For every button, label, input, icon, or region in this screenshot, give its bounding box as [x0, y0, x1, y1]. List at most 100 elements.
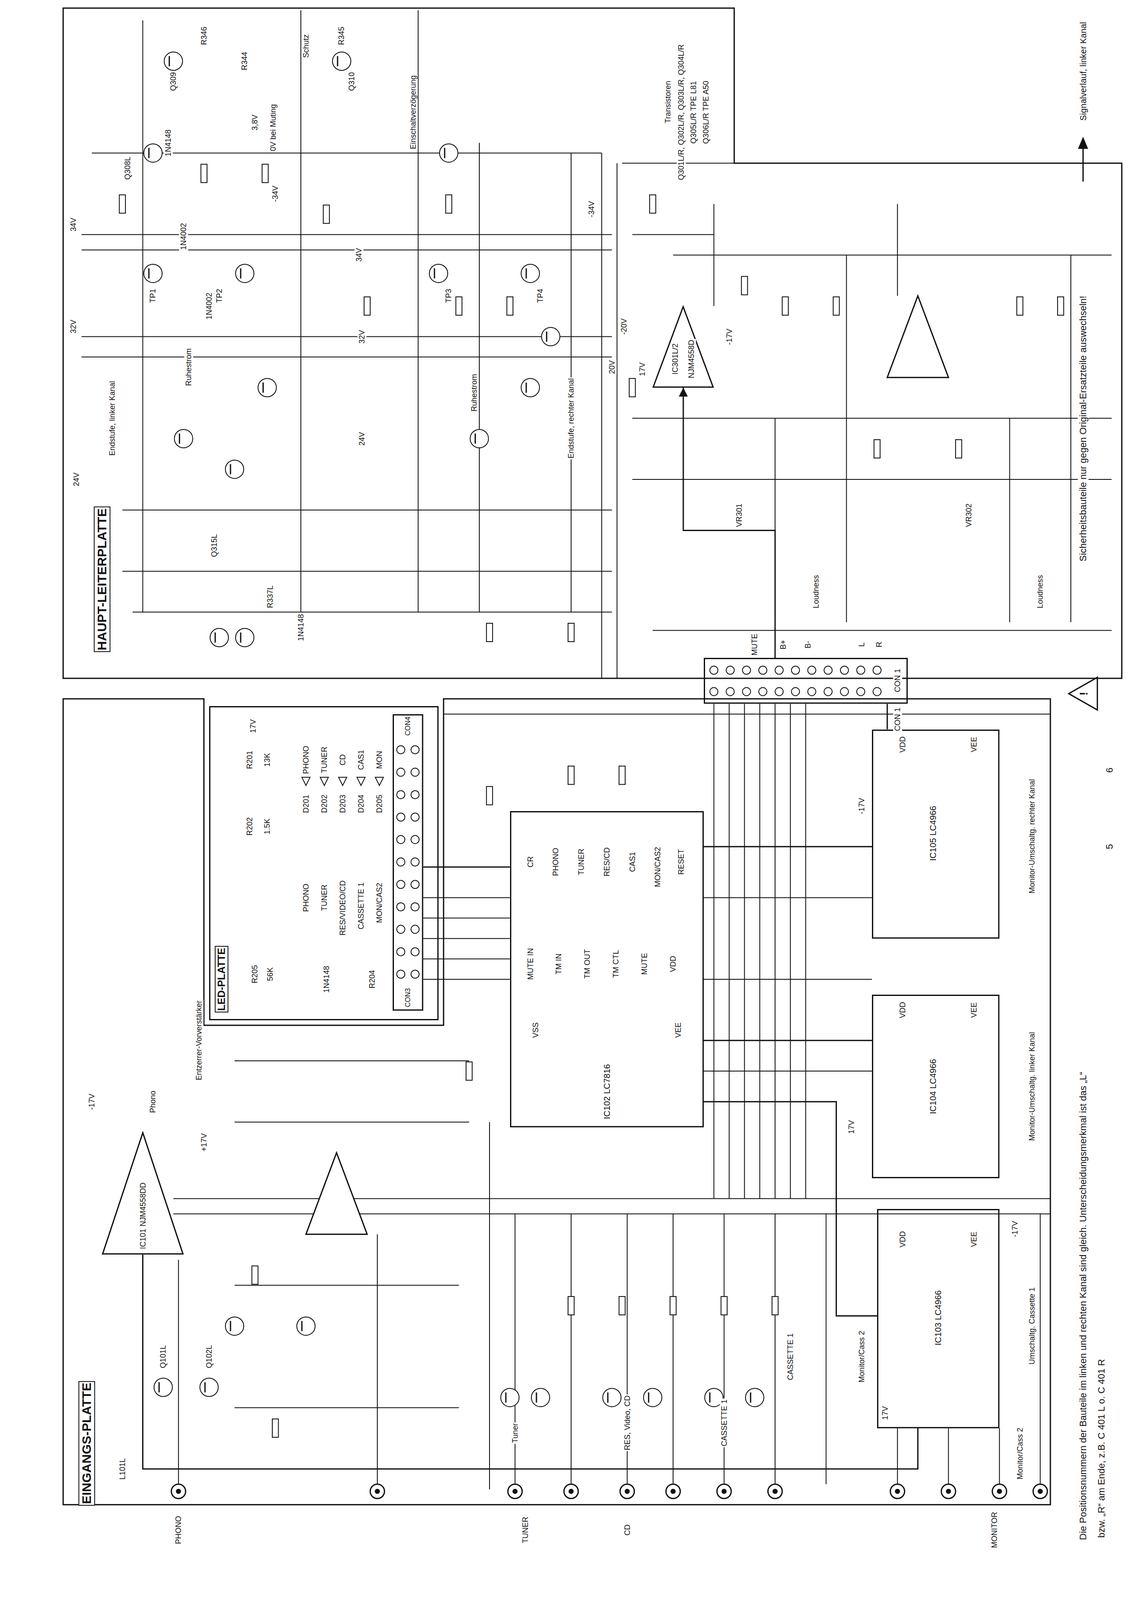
opamp-ic: IC101 NJM4558DD: [102, 1131, 184, 1255]
schematic-label: MUTE: [640, 952, 650, 976]
signal-connector: [423, 866, 511, 868]
legend-entry: Signalverlauf, linker Kanal: [1078, 21, 1088, 122]
wire: [672, 1213, 674, 1484]
schematic-label: 1N4148: [296, 612, 306, 642]
wire: [713, 703, 715, 1199]
board-heading: EINGANGS-PLATTE: [78, 1380, 96, 1506]
transistor-base: [336, 55, 339, 67]
wire: [759, 703, 761, 1199]
board-outline: HAUPT-LEITERPLATTE IC301L/2NJM4558D: [63, 8, 1122, 679]
transistor-base: [158, 1381, 160, 1393]
wire: [234, 1060, 470, 1062]
jack-pin: [945, 1488, 951, 1494]
wire: [300, 10, 302, 613]
node-outline: [392, 714, 424, 1011]
note-text: bzw. „R“ am Ende, z.B. C 401 L o. C 401 …: [1096, 1358, 1107, 1539]
transistor-symbol: [602, 1387, 621, 1407]
signal-connector: [703, 1039, 872, 1041]
connector-pin: [856, 665, 865, 674]
schematic-label: Q301L/R, Q302L/R, Q303L/R, Q304L/R: [676, 43, 686, 181]
connector-pin: [840, 665, 849, 674]
schematic-label: -20V: [619, 317, 629, 336]
wire: [81, 336, 613, 338]
schematic-label: 17V: [847, 1119, 857, 1135]
transistor-symbol: [154, 1377, 173, 1397]
transistor-symbol: [439, 143, 458, 163]
transistor-base: [535, 1392, 537, 1403]
schematic-label: CASSETTE 1: [719, 1398, 729, 1447]
connector-pin: [396, 790, 406, 799]
transistor-symbol: [541, 327, 560, 346]
outline-path: [63, 698, 1051, 1505]
jack-pin: [374, 1488, 380, 1494]
schematic-label: Schutz: [301, 33, 311, 59]
transistor-base: [178, 433, 181, 444]
transistor-symbol: [500, 1387, 519, 1407]
wire: [703, 1070, 872, 1072]
schematic-label: R: [874, 641, 884, 649]
jack-pin: [624, 1488, 630, 1494]
wire: [443, 713, 1051, 715]
schematic-label: VEE: [969, 1230, 979, 1248]
opamp-ic: IC301L/2NJM4558D: [652, 306, 714, 388]
connector-pin: [709, 665, 718, 674]
connector-pin: [396, 924, 406, 933]
schematic-label: R201: [245, 749, 255, 770]
schematic-label: CON 1: [892, 706, 902, 732]
schematic-label: 20V: [607, 359, 617, 375]
legend-arrow-head: [1078, 136, 1089, 149]
note-text: 6: [1104, 766, 1115, 774]
schematic-label: Endstufe, rechter Kanal: [566, 377, 576, 460]
schematic-label: R345: [337, 25, 347, 46]
jack-pin: [512, 1488, 518, 1494]
transistor-symbol: [531, 1387, 550, 1407]
jack-pin: [721, 1488, 727, 1494]
resistor-symbol: [741, 276, 748, 295]
connector-pin: [856, 687, 865, 696]
input-jack: [992, 1483, 1007, 1499]
ic-box: IC105 LC4966: [871, 729, 1000, 939]
wire: [478, 142, 480, 613]
connector-pin: [411, 857, 420, 866]
schematic-label: L101L: [117, 1457, 127, 1481]
wire: [570, 1213, 572, 1484]
schematic-label: 0V bei Muting: [268, 103, 278, 152]
input-jack: [1033, 1483, 1048, 1499]
connector-pin: [807, 665, 817, 674]
signal-connector: [683, 387, 776, 658]
transistor-symbol: [332, 52, 351, 71]
schematic-label: CD: [338, 753, 348, 767]
schematic-label: VEE: [673, 1021, 683, 1039]
schematic-label: VR301: [734, 502, 744, 528]
connector-pin: [840, 687, 849, 696]
schematic-label: RES/VIDEO/CD: [338, 879, 348, 936]
resistor-symbol: [201, 164, 207, 183]
wire: [423, 958, 511, 960]
schematic-label: Q102L: [204, 1343, 214, 1369]
schematic-label: CR: [525, 855, 535, 869]
transistor-base: [230, 1320, 232, 1331]
part-name: IC104 LC4966: [928, 1057, 939, 1115]
board-outline: EINGANGS-PLATTEIC101 NJM4558DDIC102 LC78…: [63, 698, 1051, 1505]
node-outline: [703, 657, 908, 704]
connector-pin: [411, 835, 420, 844]
schematic-label: TUNER: [520, 1515, 530, 1544]
wire: [423, 978, 511, 980]
jack-pin: [175, 1488, 181, 1494]
resistor-symbol: [618, 766, 625, 785]
note-text: Die Positionsnummern der Bauteile im lin…: [1077, 1070, 1089, 1541]
part-name: CON 1: [892, 667, 902, 693]
resistor-symbol: [466, 1061, 473, 1081]
connector-pin: [709, 687, 718, 696]
note-text: Sicherheitsbauteile nur gegen Original-E…: [1077, 294, 1089, 562]
board-heading: HAUPT-LEITERPLATTE: [93, 506, 111, 653]
wire: [652, 629, 1112, 631]
transistor-symbol: [143, 264, 163, 283]
schematic-label: 3,8V: [250, 113, 260, 132]
wire: [423, 917, 511, 919]
schematic-label: 1N4148: [163, 128, 173, 158]
resistor-symbol: [272, 1418, 279, 1438]
outline-path: [102, 1132, 183, 1254]
wire: [423, 897, 511, 898]
opamp-symbol: [887, 295, 949, 378]
